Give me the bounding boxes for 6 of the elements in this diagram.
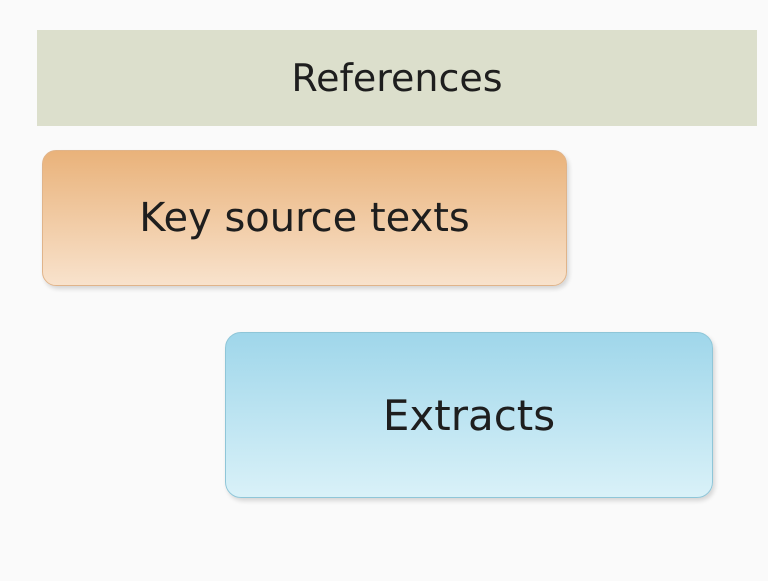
process-box — [42, 150, 567, 286]
node-label: Extracts — [382, 390, 556, 440]
node-label: Key source texts — [139, 195, 470, 241]
header-band — [37, 30, 757, 126]
process-box — [225, 332, 713, 498]
node-label: References — [291, 56, 503, 100]
